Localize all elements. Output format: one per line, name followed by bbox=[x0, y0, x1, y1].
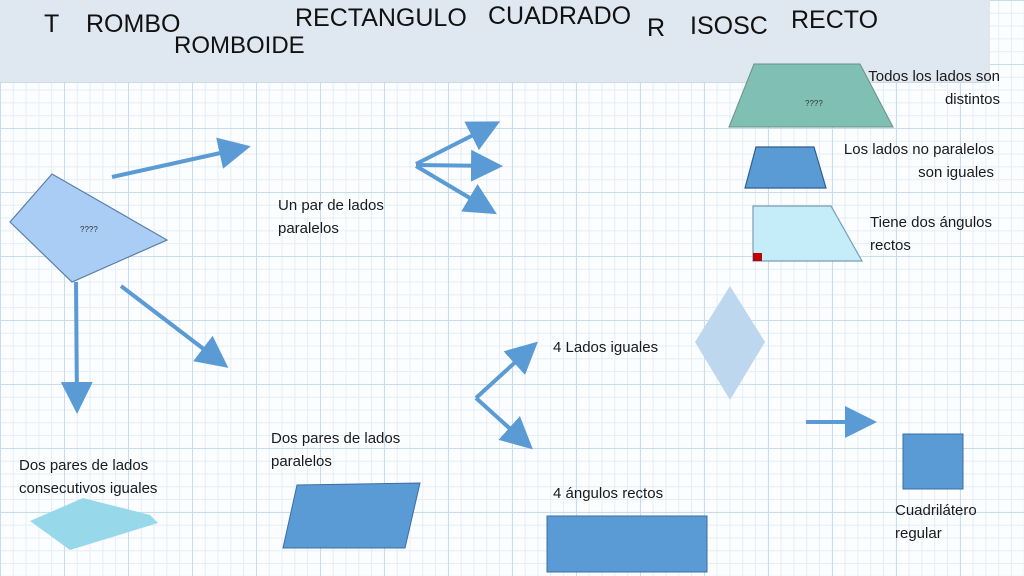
header-word-t: T bbox=[44, 10, 60, 38]
right-angle-mark bbox=[753, 253, 762, 261]
kite bbox=[30, 498, 158, 550]
label-dos-pares-paralelos: Dos pares de lados paralelos bbox=[271, 430, 401, 470]
arrow-fan-middle bbox=[415, 149, 503, 182]
rhombus bbox=[695, 286, 765, 400]
label-cuatro-lados: 4 Lados iguales bbox=[553, 339, 659, 356]
label-dos-angulos-rectos: Tiene dos ángulos rectos bbox=[870, 214, 993, 254]
parallelogram bbox=[282, 482, 421, 549]
scalene-trapezoid-text: ???? bbox=[805, 99, 823, 108]
arrow-to-dos-pares-consecutivos bbox=[60, 281, 93, 414]
main-quadrilateral-text: ???? bbox=[80, 225, 98, 234]
label-todos-distintos: Todos los lados son distintos bbox=[868, 68, 1000, 108]
arrow-to-cuatro-lados bbox=[474, 341, 538, 400]
right-trapezoid bbox=[752, 205, 864, 262]
arrow-to-un-par bbox=[111, 137, 251, 179]
header-word-rectangulo: RECTANGULO bbox=[295, 4, 467, 32]
header-word-rombo: ROMBO bbox=[86, 10, 181, 38]
header-word-cuadrado: CUADRADO bbox=[488, 2, 632, 30]
label-dos-pares-consecutivos: Dos pares de lados consecutivos iguales bbox=[19, 457, 158, 497]
header-word-romboide: ROMBOIDE bbox=[174, 32, 305, 59]
arrow-fan-down bbox=[414, 164, 497, 215]
arrow-to-cuatro-angulos bbox=[474, 396, 533, 450]
header-word-recto: RECTO bbox=[791, 6, 879, 34]
rectangle bbox=[546, 515, 708, 573]
square bbox=[902, 433, 964, 490]
label-no-paralelos-iguales: Los lados no paralelos son iguales bbox=[843, 141, 994, 181]
header-word-isosc: ISOSC bbox=[690, 12, 768, 40]
label-cuatro-angulos: 4 ángulos rectos bbox=[553, 485, 664, 502]
scalene-trapezoid bbox=[728, 63, 894, 128]
label-un-par: Un par de lados paralelos bbox=[278, 197, 384, 237]
header-word-r: R bbox=[647, 14, 666, 42]
arrow-fan-up bbox=[415, 121, 501, 166]
main-quadrilateral bbox=[9, 173, 169, 283]
label-cuadrilatero-regular: Cuadrilátero regular bbox=[895, 502, 977, 542]
arrow-to-dos-pares-paralelos bbox=[119, 284, 229, 368]
header-bar: T ROMBO RECTANGULO CUADRADO R ISOSC RECT… bbox=[0, 0, 990, 83]
isosceles-trapezoid bbox=[744, 146, 827, 189]
